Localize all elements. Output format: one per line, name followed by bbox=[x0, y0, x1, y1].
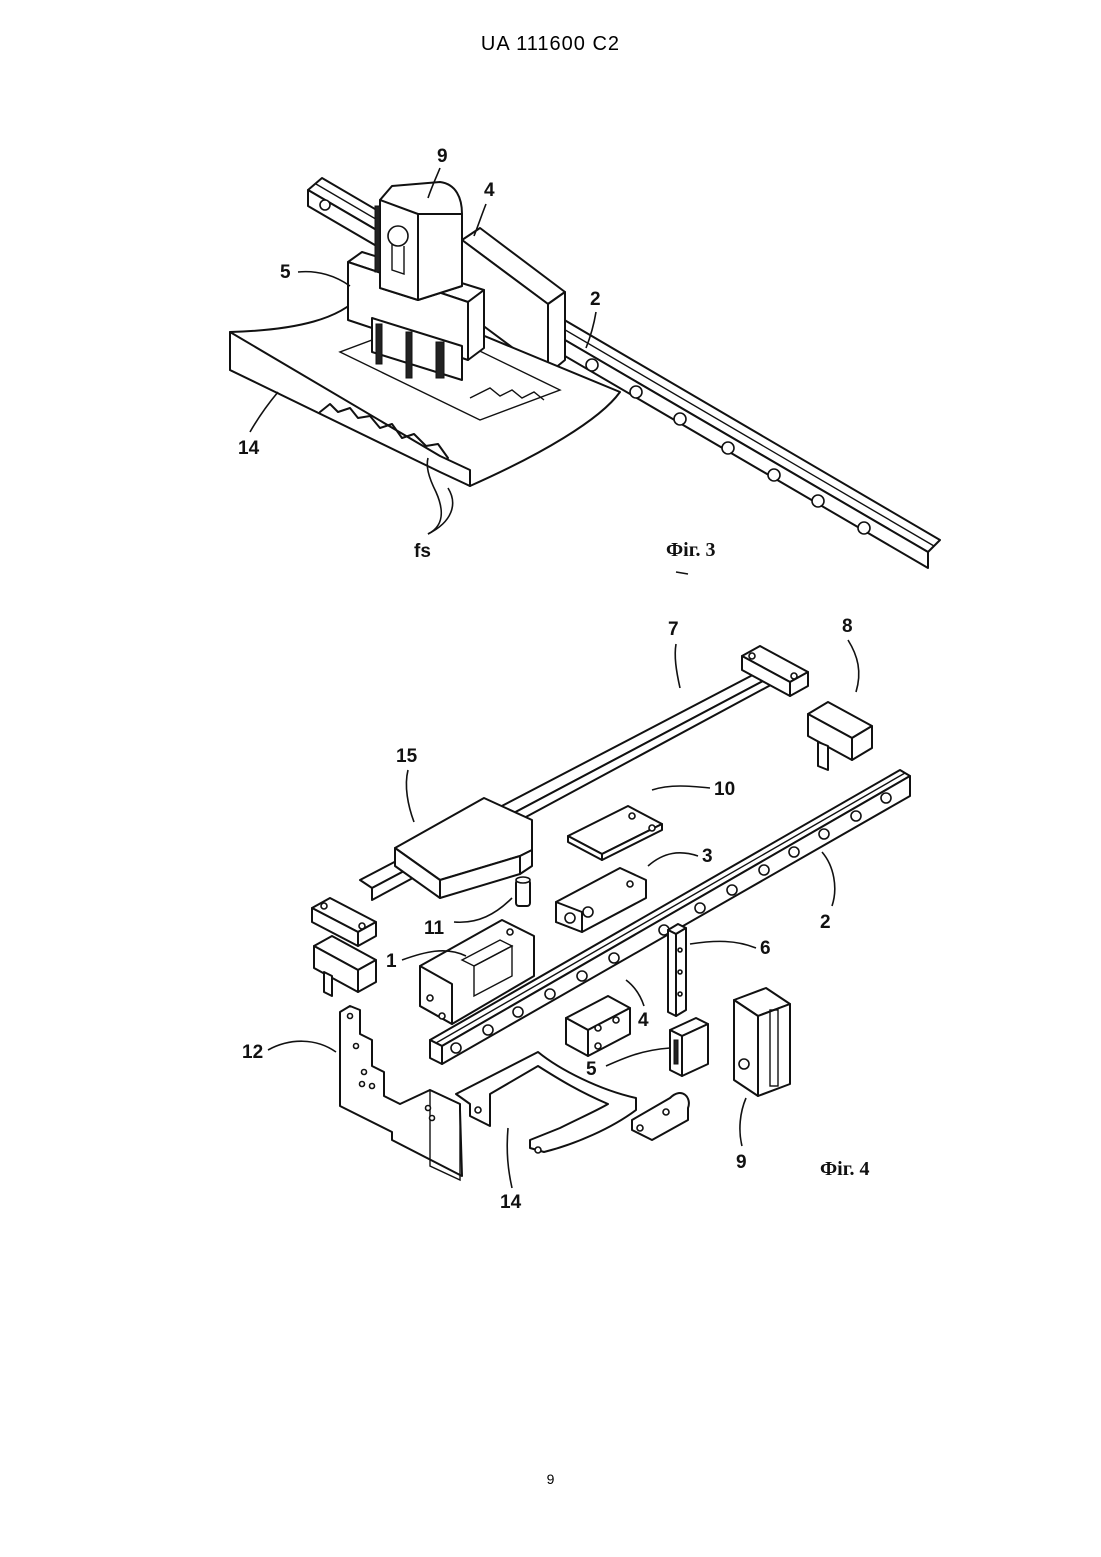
label-15: 15 bbox=[396, 746, 418, 767]
bar-6 bbox=[668, 924, 686, 1016]
bearing-9 bbox=[375, 182, 462, 300]
figure-3-caption: Фіг. 3 bbox=[666, 539, 716, 561]
label-9: 9 bbox=[437, 146, 448, 167]
left-bracket bbox=[314, 936, 376, 996]
bracket-8 bbox=[808, 702, 872, 770]
label-7: 7 bbox=[668, 619, 679, 640]
pin-11 bbox=[516, 877, 530, 906]
label-11: 11 bbox=[424, 918, 445, 939]
label-4: 4 bbox=[484, 180, 495, 201]
carriage-4 bbox=[566, 996, 630, 1056]
label-4: 4 bbox=[638, 1010, 649, 1031]
housing-5 bbox=[670, 1018, 708, 1076]
label-3: 3 bbox=[702, 846, 713, 867]
label-fs: fs bbox=[414, 541, 431, 562]
label-5: 5 bbox=[586, 1059, 597, 1080]
label-6: 6 bbox=[760, 938, 771, 959]
figure-4-drawing: 7 8 15 10 3 2 11 1 6 4 12 5 9 14 Фіг. 4 bbox=[0, 610, 1101, 1220]
page-number: 9 bbox=[0, 1471, 1101, 1487]
frame-14 bbox=[456, 1052, 636, 1153]
label-8: 8 bbox=[842, 616, 853, 637]
read-head-15 bbox=[395, 798, 532, 898]
part-3 bbox=[556, 868, 646, 932]
label-5: 5 bbox=[280, 262, 291, 283]
figure-4-caption: Фіг. 4 bbox=[820, 1158, 870, 1180]
label-14: 14 bbox=[238, 438, 260, 459]
label-2: 2 bbox=[820, 912, 831, 933]
label-2: 2 bbox=[590, 289, 601, 310]
label-10: 10 bbox=[714, 779, 735, 800]
figure-3-drawing: 9 4 5 2 14 fs Фіг. 3 bbox=[0, 140, 1101, 600]
bearing-9 bbox=[734, 988, 790, 1096]
document-header: UA 111600 C2 bbox=[0, 33, 1101, 56]
label-12: 12 bbox=[242, 1042, 263, 1063]
small-bracket bbox=[632, 1093, 689, 1140]
label-9: 9 bbox=[736, 1152, 747, 1173]
label-14: 14 bbox=[500, 1192, 522, 1213]
plate-10 bbox=[568, 806, 662, 860]
label-1: 1 bbox=[386, 951, 397, 972]
